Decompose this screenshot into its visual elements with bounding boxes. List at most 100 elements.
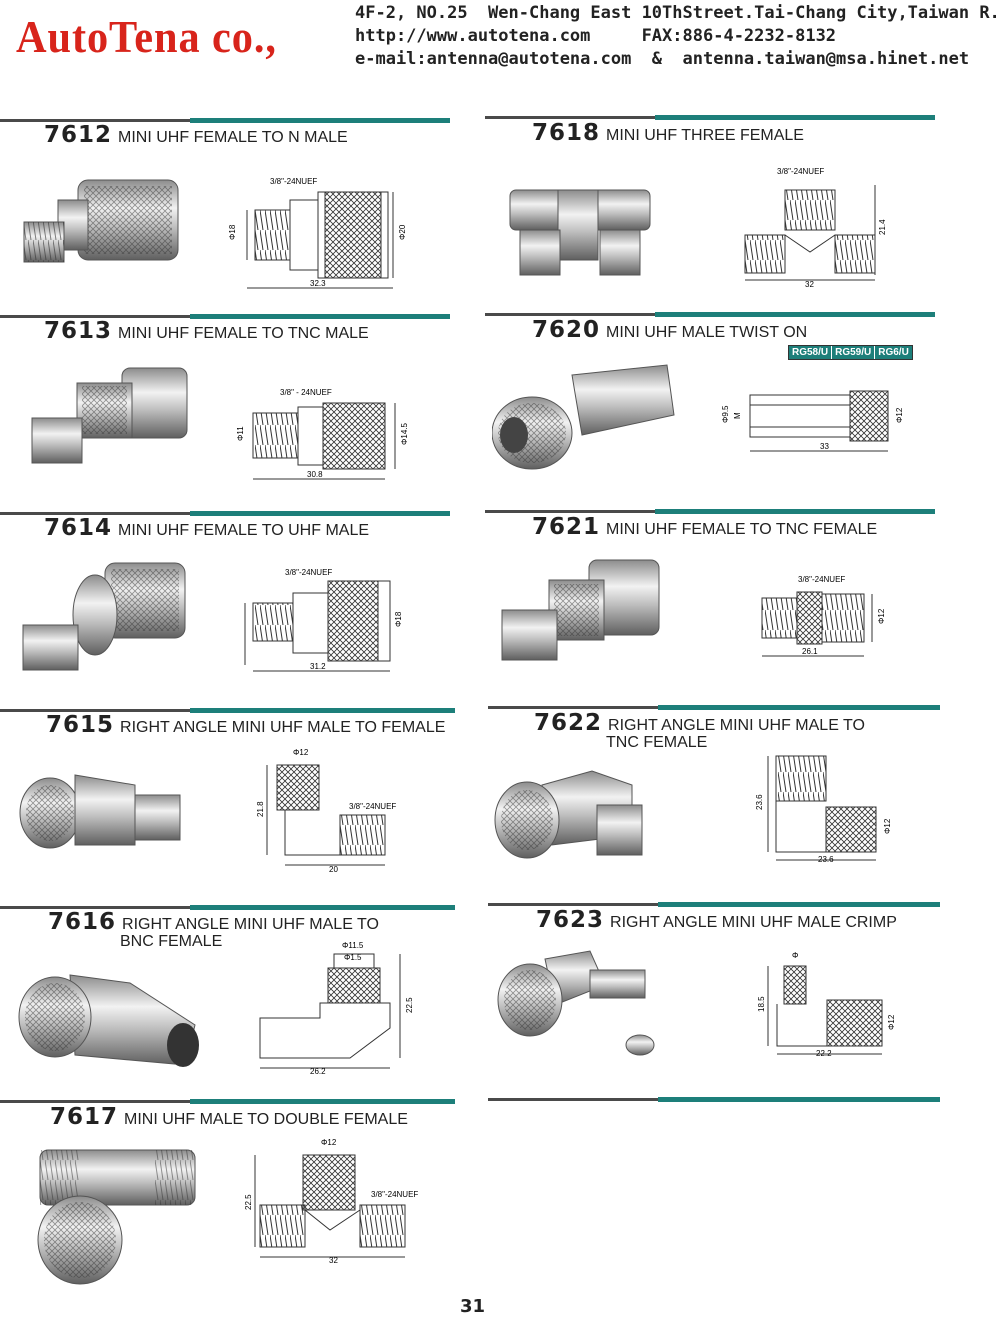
section-rule [0,1099,455,1104]
cable-badge: RG6/U [878,347,909,358]
dim-label: Φ12 [883,818,892,834]
dim-label: 32 [329,1256,338,1265]
product-code: 7612 [44,122,113,148]
connector-photo-7620 [492,364,675,470]
thread-spec: 3/8"-24NUEF [349,802,396,811]
product-name: MINI UHF THREE FEMALE [606,127,804,144]
dim-label: 20 [329,865,338,874]
dim-label: 21.4 [878,219,887,235]
contact-block: 4F-2, NO.25 Wen-Chang East 10ThStreet.Ta… [355,2,1000,71]
product-title-7623: 7623 RIGHT ANGLE MINI UHF MALE CRIMP [536,907,897,933]
section-rule [485,115,935,120]
dim-label: Φ14.5 [400,422,409,445]
product-name: MINI UHF FEMALE TO UHF MALE [118,522,370,539]
section-rule [0,905,455,910]
section-rule [488,1097,940,1102]
section-rule [488,902,940,907]
product-title-7616: 7616 RIGHT ANGLE MINI UHF MALE TO [48,909,379,935]
dim-label: 32.3 [310,279,326,288]
thread-spec: 3/8"-24NUEF [371,1190,418,1199]
cable-badge: RG59/U [832,346,876,359]
dim-label: 33 [820,442,829,451]
product-name: RIGHT ANGLE MINI UHF MALE TO FEMALE [120,719,446,736]
brand-logo: AutoTena co., [16,11,277,62]
dim-label: 26.1 [802,647,818,656]
dimension-drawing-7614: 3/8"-24NUEF Φ18 31.2 [244,568,403,672]
dim-label: Φ12 [293,748,309,757]
dim-label: Φ12 [887,1014,896,1030]
product-name: RIGHT ANGLE MINI UHF MALE CRIMP [610,914,897,931]
dim-label: 22.5 [405,997,414,1013]
section-rule [0,118,450,123]
connector-photo-7622 [494,770,643,859]
dimension-drawing-7621: 3/8"-24NUEF Φ12 26.1 [761,575,886,657]
section-rule [485,312,935,317]
dim-label: 18.5 [757,996,766,1012]
thread-spec: 3/8" - 24NUEF [280,388,332,397]
dim-label: Φ11.5 [342,941,364,950]
dim-label: Φ12 [895,407,904,423]
product-code: 7615 [46,712,115,738]
section-rule [0,708,455,713]
section-rule [485,509,935,514]
thread-spec: 3/8"-24NUEF [285,568,332,577]
dimension-drawing-7616: Φ11.5 Φ1.5 22.5 26.2 [259,941,414,1076]
product-name: MINI UHF FEMALE TO N MALE [118,129,348,146]
product-title-7620: 7620 MINI UHF MALE TWIST ON [532,317,807,343]
section-rule [0,511,450,516]
dim-label: Φ18 [228,224,237,240]
dimension-drawing-7617: Φ12 3/8"-24NUEF 22.5 32 [245,1138,418,1265]
product-name: MINI UHF FEMALE TO TNC FEMALE [606,521,878,538]
dim-label: 21.8 [256,801,265,817]
product-title-7614: 7614 MINI UHF FEMALE TO UHF MALE [44,515,369,541]
dim-label: 23.6 [818,855,834,864]
dimension-drawing-7612: 3/8"-24NUEF Φ18 Φ20 32.3 [228,177,407,289]
page-number: 31 [460,1296,486,1317]
product-code: 7613 [44,318,113,344]
connector-photo-7614 [22,562,186,671]
product-code: 7614 [44,515,113,541]
dim-label: Φ18 [394,611,403,627]
dim-label: Φ12 [321,1138,337,1147]
cable-badge: RG58/U [789,346,833,359]
product-code: 7616 [48,909,117,935]
product-name: MINI UHF MALE TO DOUBLE FEMALE [124,1111,408,1128]
dim-label: Φ9.5 [721,405,730,423]
connector-photo-7618 [509,189,651,276]
connector-photo-7616 [18,974,199,1067]
product-title-7612: 7612 MINI UHF FEMALE TO N MALE [44,122,348,148]
dim-label: Φ20 [398,224,407,240]
connector-photo-7613 [31,367,188,464]
product-code: 7617 [50,1104,119,1130]
address-line: 4F-2, NO.25 Wen-Chang East 10ThStreet.Ta… [355,3,1000,23]
product-title-7615: 7615 RIGHT ANGLE MINI UHF MALE TO FEMALE [46,712,445,738]
product-name: MINI UHF MALE TWIST ON [606,324,808,341]
dimension-drawing-7623: Φ 18.5 Φ12 22.2 [757,951,896,1058]
dim-label: 31.2 [310,662,326,671]
product-code: 7622 [534,710,603,736]
dim-label: 23.6 [755,794,764,810]
connector-photo-7612 [23,179,179,263]
section-rule [488,705,940,710]
product-name: RIGHT ANGLE MINI UHF MALE TO [608,717,865,734]
dimension-drawing-7622: 23.6 Φ12 23.6 [755,755,892,864]
product-title-7617: 7617 MINI UHF MALE TO DOUBLE FEMALE [50,1104,408,1130]
dim-label: Φ11 [236,426,245,441]
dimension-drawing-7613: 3/8" - 24NUEF Φ11 Φ14.5 30.8 [236,388,409,480]
dim-label: M [733,412,742,419]
product-name: RIGHT ANGLE MINI UHF MALE TO [122,916,379,933]
dimension-drawing-7620: Φ9.5 M Φ12 33 [721,390,904,452]
dim-label: 22.2 [816,1049,832,1058]
email-line: e-mail:antenna@autotena.com & antenna.ta… [355,49,970,69]
dim-label: 22.5 [245,1194,253,1210]
dimension-drawing-7618: 3/8"-24NUEF 21.4 32 [744,167,887,289]
web-fax-line: http://www.autotena.com FAX:886-4-2232-8… [355,26,837,46]
product-code: 7621 [532,514,601,540]
product-code: 7623 [536,907,605,933]
thread-spec: 3/8"-24NUEF [777,167,824,176]
product-code: 7620 [532,317,601,343]
dim-label: 30.8 [307,470,323,479]
connector-photo-7623 [497,950,655,1056]
